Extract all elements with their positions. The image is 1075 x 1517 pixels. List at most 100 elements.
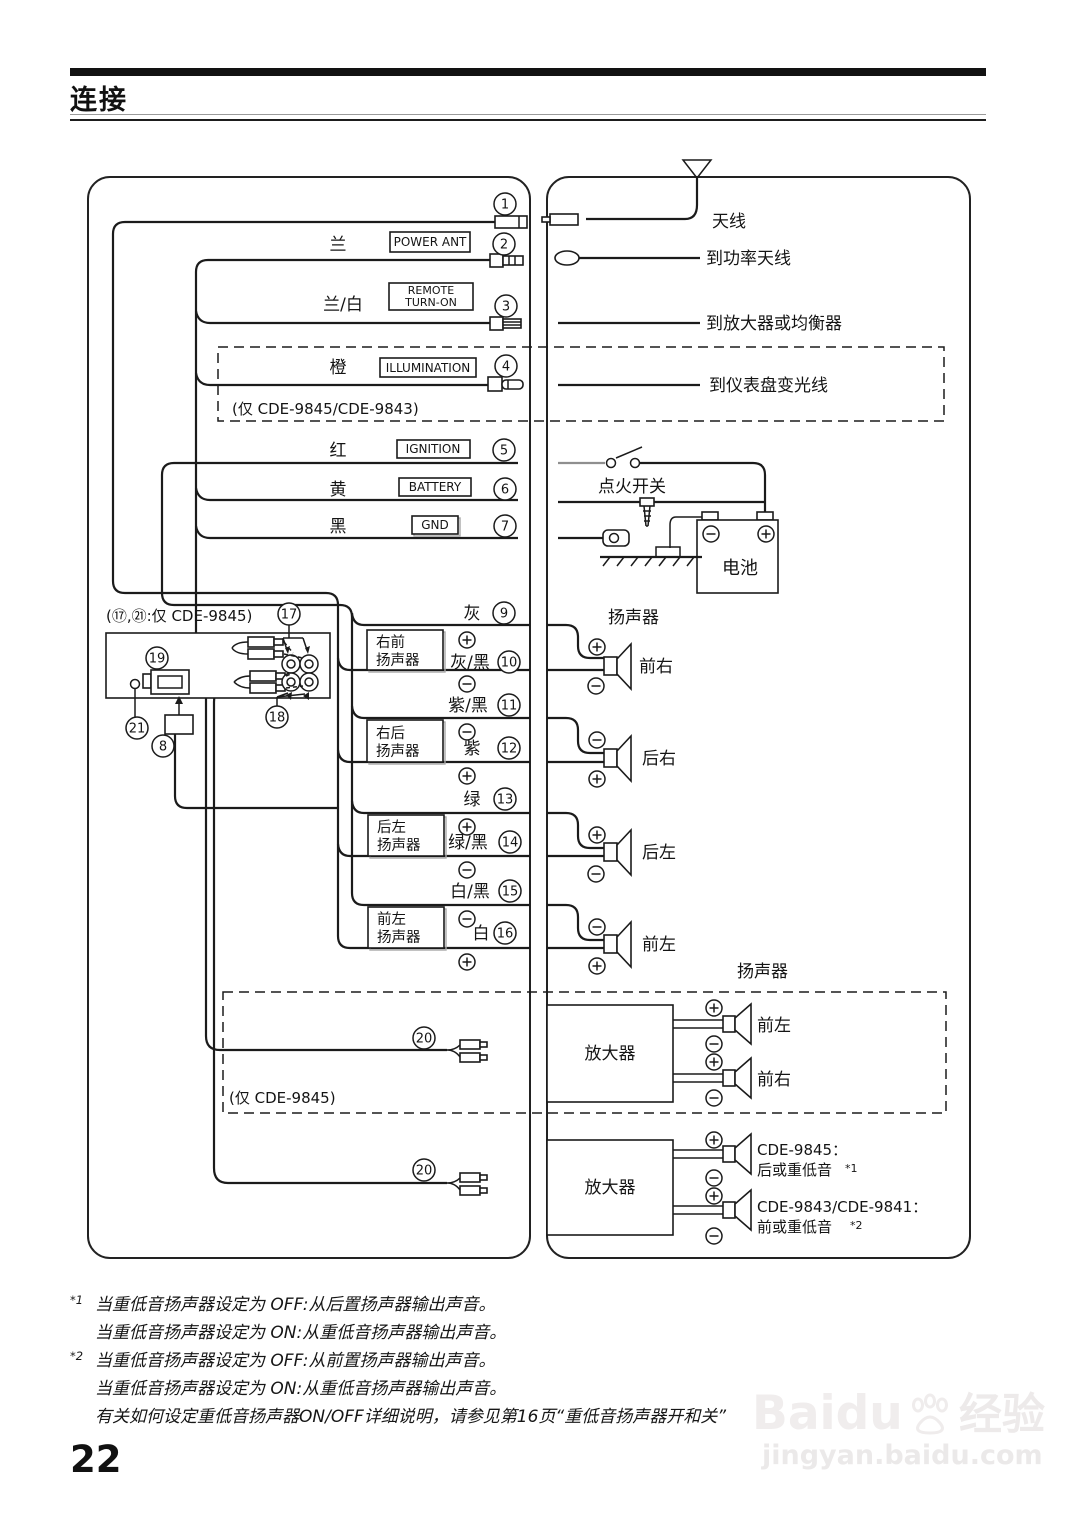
svg-text:5: 5 <box>500 444 508 459</box>
note-illumination-models: (仅 CDE-9845/CDE-9843) <box>232 400 419 418</box>
tag-remote-line1: REMOTE <box>408 284 454 297</box>
svg-text:8: 8 <box>159 740 167 755</box>
label-speakers-bottom: 扬声器 <box>737 962 788 982</box>
wire-illumination-orange <box>194 372 524 392</box>
watermark-brand: Baidu <box>752 1386 903 1441</box>
callout-20-rear: 20 <box>412 1158 436 1182</box>
svg-text:14: 14 <box>502 836 519 851</box>
svg-text:7: 7 <box>501 520 509 535</box>
callout-18: 18 <box>265 705 289 729</box>
connector-19-tab <box>142 673 152 689</box>
tag-power-ant: POWER ANT <box>394 235 467 249</box>
svg-text:3: 3 <box>502 300 510 315</box>
svg-text:16: 16 <box>497 927 514 942</box>
callout-13: 13 <box>493 787 517 811</box>
fl-box-line2: 扬声器 <box>377 928 421 946</box>
speaker-wire-branches <box>336 612 530 858</box>
callout-12: 12 <box>497 736 521 760</box>
svg-text:15: 15 <box>502 885 519 900</box>
callout-21: 21 <box>125 716 149 740</box>
svg-text:20: 20 <box>416 1164 433 1179</box>
label-model2-output: 前或重低音 <box>757 1218 832 1236</box>
connector-21-pin <box>129 678 141 690</box>
speaker-name-boxes: 右前 扬声器 右后 扬声器 后左 扬声器 前左 扬声器 <box>366 629 447 951</box>
speaker-rear-left: 后左 <box>547 811 676 883</box>
connector-19-plug <box>150 669 190 695</box>
label-rear-left: 后左 <box>642 843 676 863</box>
wire-color-labels: 兰 兰/白 橙 红 黄 黑 灰 灰/黑 紫/黑 紫 绿 绿/黑 白/黑 白 <box>323 235 490 944</box>
label-amplifier-1: 放大器 <box>585 1044 636 1064</box>
callout-3: 3 <box>494 294 518 318</box>
speaker-front-left: 前左 <box>547 903 676 975</box>
label-red: 红 <box>330 441 347 461</box>
label-front-right: 前右 <box>639 657 673 677</box>
label-white: 白 <box>473 924 490 944</box>
tag-battery: BATTERY <box>409 480 462 494</box>
callout-11: 11 <box>497 693 521 717</box>
ignition-switch <box>558 446 767 512</box>
label-orange: 橙 <box>330 358 347 378</box>
callout-17: 17 <box>277 602 301 626</box>
title-underline <box>70 114 986 121</box>
svg-text:2: 2 <box>500 238 508 253</box>
rr-box-line1: 右后 <box>376 725 405 742</box>
callout-2: 2 <box>492 232 516 256</box>
preout-connector-block <box>105 625 331 735</box>
label-model1-output: 后或重低音 <box>757 1161 832 1179</box>
footnote-line-5: 有关如何设定重低音扬声器ON/OFF详细说明，请参见第16页“重低音扬声器开和关… <box>95 1407 727 1427</box>
tag-gnd: GND <box>421 518 449 532</box>
label-speakers-top: 扬声器 <box>608 608 659 628</box>
fl-box-line1: 前左 <box>377 911 406 928</box>
footnote-marker-1: *1 <box>70 1293 84 1307</box>
callout-16: 16 <box>493 921 517 945</box>
tag-remote-line2: TURN-ON <box>404 296 457 309</box>
label-amplifier-2: 放大器 <box>585 1178 636 1198</box>
speaker-front-right: 前右 <box>547 623 673 695</box>
ground-screw <box>639 497 655 507</box>
top-rule-bar <box>70 68 986 76</box>
wire-power-ant-blue <box>194 253 524 633</box>
fr-box-line1: 右前 <box>376 634 405 651</box>
label-yellow: 黄 <box>330 480 347 500</box>
label-to-illumination: 到仪表盘变光线 <box>709 376 828 396</box>
page-number: 22 <box>70 1438 122 1481</box>
svg-text:17: 17 <box>281 608 298 623</box>
svg-text:10: 10 <box>501 656 518 671</box>
power-antenna-lead <box>554 250 700 266</box>
callout-4: 4 <box>494 354 518 378</box>
page-title: 连接 <box>70 85 128 116</box>
wire-antenna-lead <box>111 215 530 950</box>
rca-output-front <box>446 1039 488 1063</box>
label-model2-ref: *2 <box>850 1219 863 1232</box>
watermark-url: jingyan.baidu.com <box>762 1440 1043 1471</box>
label-antenna: 天线 <box>712 212 746 232</box>
fr-box-line2: 扬声器 <box>376 651 420 669</box>
label-to-power-antenna: 到功率天线 <box>706 249 791 269</box>
label-model2: CDE-9843/CDE-9841： <box>757 1198 927 1216</box>
label-black: 黑 <box>330 517 347 537</box>
battery-negative-terminal <box>701 511 719 521</box>
tag-ignition: IGNITION <box>406 442 461 456</box>
label-greenblack: 绿/黑 <box>448 833 488 853</box>
rl-box-line1: 后左 <box>377 819 406 836</box>
callout-14: 14 <box>498 830 522 854</box>
speaker-rear-right: 后右 <box>547 716 676 788</box>
label-rear-right: 后右 <box>642 749 676 769</box>
ground-connection <box>558 497 702 567</box>
amplifier-2: 放大器 CDE-9845： 后或重低音 *1 CDE-9843/CDE-9841… <box>546 1131 927 1245</box>
label-front-left: 前左 <box>642 935 676 955</box>
label-battery: 电池 <box>722 558 758 579</box>
svg-text:6: 6 <box>501 483 509 498</box>
callout-circles: 1 2 3 4 5 6 7 8 9 10 11 12 13 14 15 16 1… <box>125 192 522 1182</box>
paw-icon <box>911 1393 948 1435</box>
watermark-brand-cn: 经验 <box>958 1390 1045 1440</box>
antenna-assembly <box>541 159 713 226</box>
label-to-amp-eq: 到放大器或均衡器 <box>706 314 842 334</box>
svg-text:20: 20 <box>416 1032 433 1047</box>
battery: 电池 <box>696 511 779 594</box>
amplifier-1: 放大器 前左 前右 <box>546 999 791 1107</box>
svg-text:18: 18 <box>269 711 286 726</box>
label-model1: CDE-9845： <box>757 1141 847 1159</box>
label-model1-ref: *1 <box>845 1162 858 1175</box>
